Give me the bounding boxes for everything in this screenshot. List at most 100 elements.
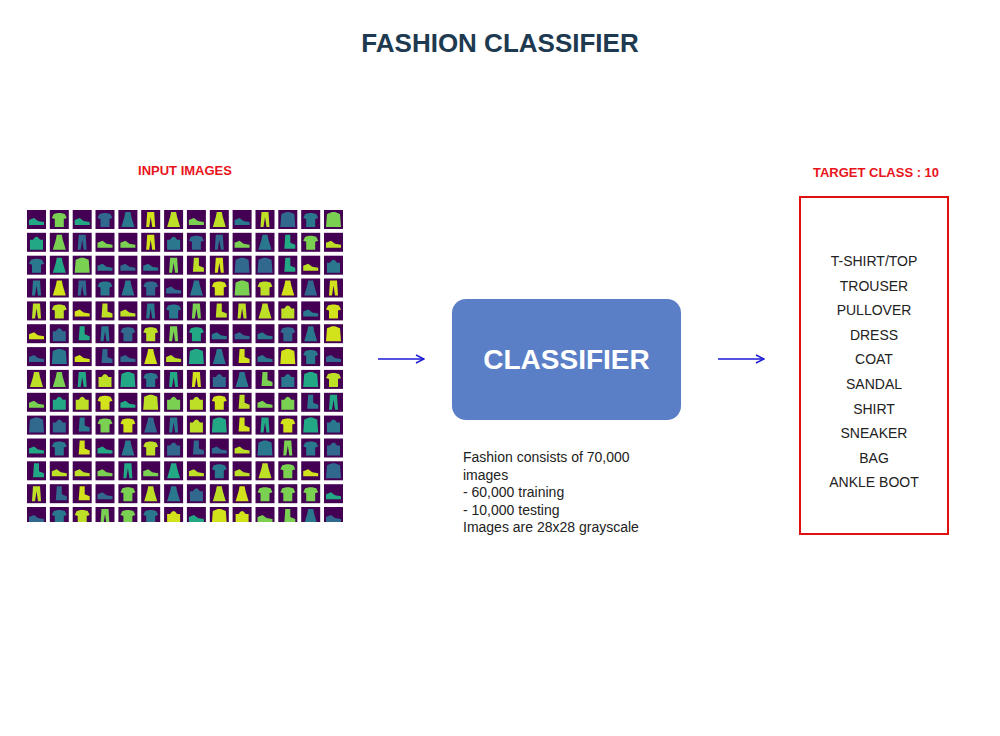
- garment-shape: [146, 212, 155, 227]
- image-background: [301, 416, 320, 435]
- garment-shape: [32, 486, 41, 501]
- sample-image: [256, 347, 275, 366]
- class-name: ANKLE BOOT: [807, 470, 941, 495]
- note-line: Fashion consists of 70,000 images: [463, 449, 653, 484]
- class-name: DRESS: [807, 323, 941, 348]
- garment-shape: [56, 486, 67, 500]
- image-grid: INPUT IMAGES: [27, 210, 343, 522]
- sample-image: [141, 439, 160, 458]
- image-background: [73, 256, 92, 275]
- image-background: [141, 256, 160, 275]
- sample-image: [324, 279, 343, 298]
- garment-shape: [166, 355, 181, 362]
- image-background: [278, 233, 297, 252]
- image-background: [301, 279, 320, 298]
- garment-shape: [213, 212, 226, 227]
- image-background: [141, 370, 160, 389]
- sample-image: [96, 210, 115, 229]
- garment-shape: [258, 487, 273, 501]
- class-list-box: TARGET CLASS : 10T-SHIRT/TOPTROUSERPULLO…: [799, 196, 949, 535]
- image-background: [233, 324, 252, 343]
- image-background: [278, 279, 297, 298]
- sample-image: [187, 347, 206, 366]
- image-background: [73, 393, 92, 412]
- sample-image: [96, 324, 115, 343]
- sample-image: [118, 416, 137, 435]
- sample-image: [50, 347, 69, 366]
- sample-image: [141, 416, 160, 435]
- image-background: [210, 484, 229, 503]
- garment-shape: [123, 463, 132, 478]
- sample-image: [164, 256, 183, 275]
- image-background: [164, 233, 183, 252]
- garment-shape: [236, 372, 249, 387]
- garment-shape: [190, 281, 203, 296]
- image-background: [324, 484, 343, 503]
- garment-shape: [101, 509, 110, 522]
- garment-shape: [329, 395, 338, 410]
- sample-image: [233, 507, 252, 522]
- garment-shape: [304, 281, 317, 296]
- garment-shape: [102, 349, 113, 363]
- garment-shape: [212, 332, 227, 339]
- image-background: [73, 301, 92, 320]
- garment-shape: [52, 442, 67, 456]
- image-background: [50, 416, 69, 435]
- garment-shape: [235, 447, 250, 454]
- sample-image: [50, 416, 69, 435]
- image-background: [141, 347, 160, 366]
- garment-shape: [327, 443, 340, 456]
- image-background: [210, 507, 229, 522]
- image-background: [256, 393, 275, 412]
- image-background: [118, 324, 137, 343]
- garment-shape: [326, 463, 341, 478]
- image-background: [164, 507, 183, 522]
- sample-image: [210, 233, 229, 252]
- sample-image: [324, 484, 343, 503]
- sample-image: [73, 210, 92, 229]
- class-name: COAT: [807, 347, 941, 372]
- sample-image: [278, 484, 297, 503]
- garment-shape: [190, 397, 203, 410]
- image-background: [141, 279, 160, 298]
- class-name: SANDAL: [807, 372, 941, 397]
- image-background: [187, 324, 206, 343]
- garment-shape: [98, 241, 113, 248]
- image-background: [187, 370, 206, 389]
- sample-image: [141, 256, 160, 275]
- garment-shape: [303, 487, 318, 501]
- sample-image: [27, 439, 46, 458]
- sample-image: [210, 279, 229, 298]
- sample-image: [278, 370, 297, 389]
- garment-shape: [283, 441, 292, 456]
- image-background: [256, 210, 275, 229]
- garment-shape: [258, 401, 273, 408]
- image-background: [73, 279, 92, 298]
- garment-shape: [303, 213, 318, 227]
- sample-image: [164, 279, 183, 298]
- sample-image: [233, 416, 252, 435]
- garment-shape: [120, 241, 135, 248]
- image-background: [210, 416, 229, 435]
- garment-shape: [52, 349, 67, 364]
- sample-image: [233, 393, 252, 412]
- image-background: [324, 507, 343, 522]
- garment-shape: [120, 487, 135, 501]
- image-background: [324, 416, 343, 435]
- image-background: [256, 324, 275, 343]
- garment-shape: [236, 511, 249, 522]
- image-background: [210, 279, 229, 298]
- image-background: [141, 324, 160, 343]
- garment-shape: [215, 258, 224, 273]
- sample-image: [210, 393, 229, 412]
- image-background: [27, 484, 46, 503]
- garment-shape: [212, 509, 227, 522]
- image-background: [301, 324, 320, 343]
- garment-shape: [259, 235, 272, 250]
- sample-image: [96, 416, 115, 435]
- garment-shape: [239, 349, 250, 363]
- sample-image: [210, 484, 229, 503]
- sample-image: [50, 301, 69, 320]
- image-background: [27, 347, 46, 366]
- image-background: [233, 256, 252, 275]
